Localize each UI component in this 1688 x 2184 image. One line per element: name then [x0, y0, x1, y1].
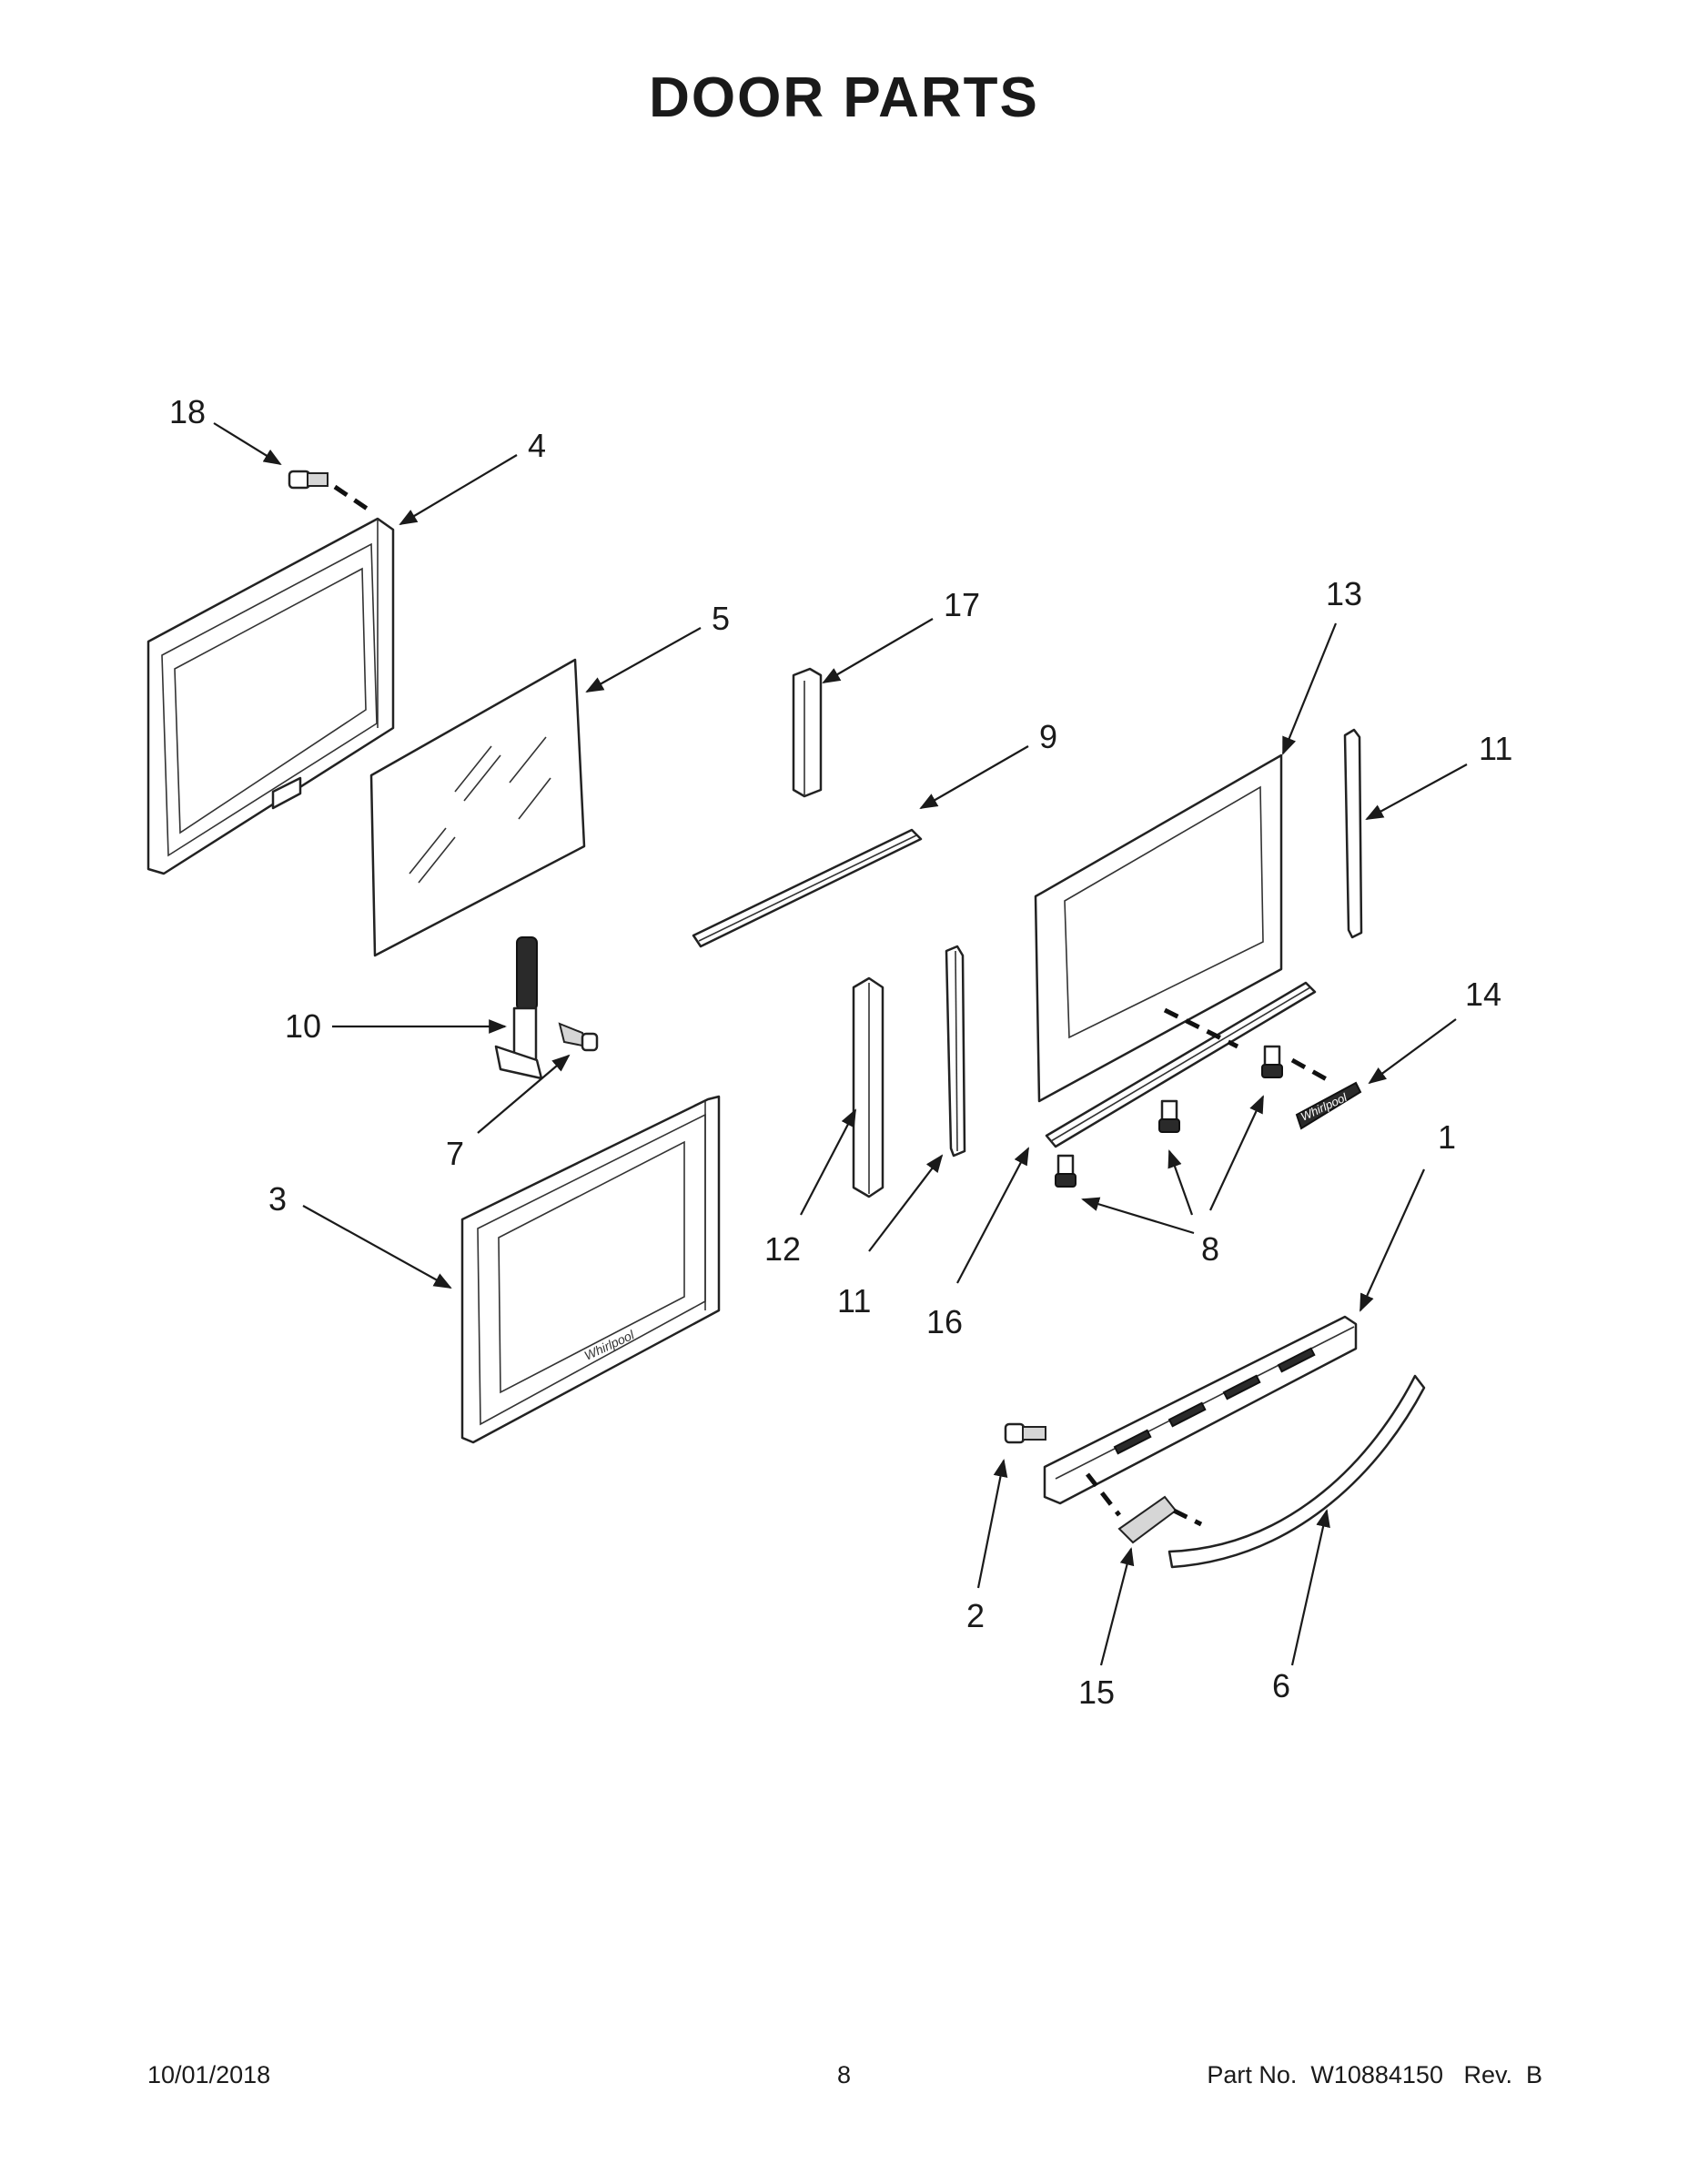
door-hinge-part: [494, 936, 543, 1080]
hinge-screw-part: [558, 1022, 599, 1052]
footer-date: 10/01/2018: [147, 2061, 271, 2088]
logo-badge-part: Whirlpool: [1295, 1081, 1362, 1130]
handle-bracket-bar-part: [1043, 1315, 1358, 1505]
bottom-bracket-part: [1045, 981, 1335, 1148]
door-handle-part: [1167, 1374, 1426, 1569]
callout-1: 1: [1438, 1118, 1456, 1156]
bracket-screws-part: [1055, 1045, 1283, 1188]
callout-12: 12: [764, 1230, 801, 1268]
callout-18: 18: [169, 393, 206, 430]
handle-end-cap-part: [1086, 1472, 1203, 1544]
callout-6: 6: [1272, 1667, 1290, 1704]
callout-7: 7: [446, 1135, 464, 1172]
callout-11-center: 11: [837, 1282, 871, 1320]
leader-lines: [213, 422, 1468, 1666]
page-title: DOOR PARTS: [649, 66, 1039, 129]
callout-10: 10: [285, 1007, 321, 1045]
inner-glass-panel-part: [1034, 753, 1283, 1103]
callout-14: 14: [1465, 976, 1501, 1013]
door-rail-part: [692, 828, 923, 948]
callout-9: 9: [1039, 718, 1057, 755]
callout-4: 4: [528, 427, 546, 464]
callout-15: 15: [1078, 1673, 1115, 1711]
callout-11-right: 11: [1479, 730, 1512, 767]
callout-17: 17: [944, 586, 980, 623]
door-glass-part: [369, 658, 586, 957]
callout-8: 8: [1201, 1230, 1219, 1268]
callout-13: 13: [1326, 575, 1362, 612]
svg-text:Whirlpool: Whirlpool: [1299, 1090, 1349, 1124]
side-trim-part: [852, 976, 884, 1198]
callout-16: 16: [926, 1303, 963, 1340]
spacer-block-part: [792, 667, 823, 798]
vertical-seal-part-center: [945, 945, 966, 1158]
footer-page-number: 8: [836, 2061, 852, 2088]
inner-door-frame-part: [147, 517, 395, 875]
vertical-seal-part-right: [1343, 728, 1363, 939]
callout-3: 3: [268, 1180, 287, 1218]
screw-part: [288, 470, 370, 512]
footer-part-number: Part No. W10884150 Rev. B: [1207, 2061, 1542, 2088]
outer-door-panel-part: Whirlpool: [460, 1095, 721, 1444]
handle-screw-part: [1004, 1422, 1046, 1444]
callout-5: 5: [712, 600, 730, 637]
callout-labels: 18 4 5 17 9 13 11 10 7 3 12 11 16 8 14 1…: [169, 393, 1512, 1711]
callout-2: 2: [966, 1597, 985, 1634]
